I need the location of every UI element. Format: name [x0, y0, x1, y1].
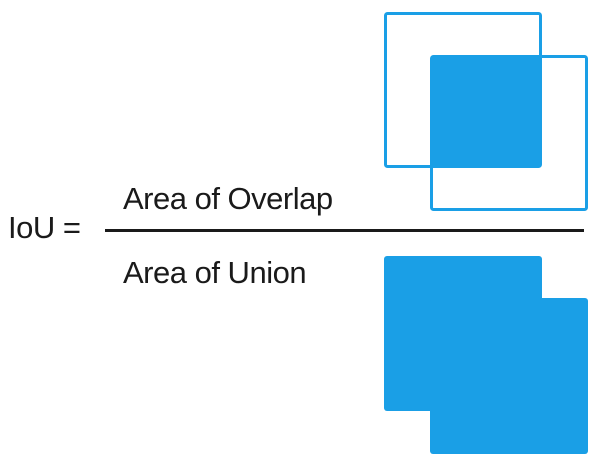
- numerator-text: Area of Overlap: [123, 181, 333, 216]
- overlap-region: [431, 56, 541, 167]
- denominator-text: Area of Union: [123, 255, 307, 290]
- iou-label: IoU =: [8, 210, 81, 245]
- union-illustration: [384, 256, 588, 454]
- box-b-outline: [430, 55, 588, 211]
- box-a-outline: [384, 12, 542, 168]
- overlap-illustration: [384, 12, 588, 211]
- union-box-b: [430, 298, 588, 454]
- fraction-bar: [105, 229, 584, 232]
